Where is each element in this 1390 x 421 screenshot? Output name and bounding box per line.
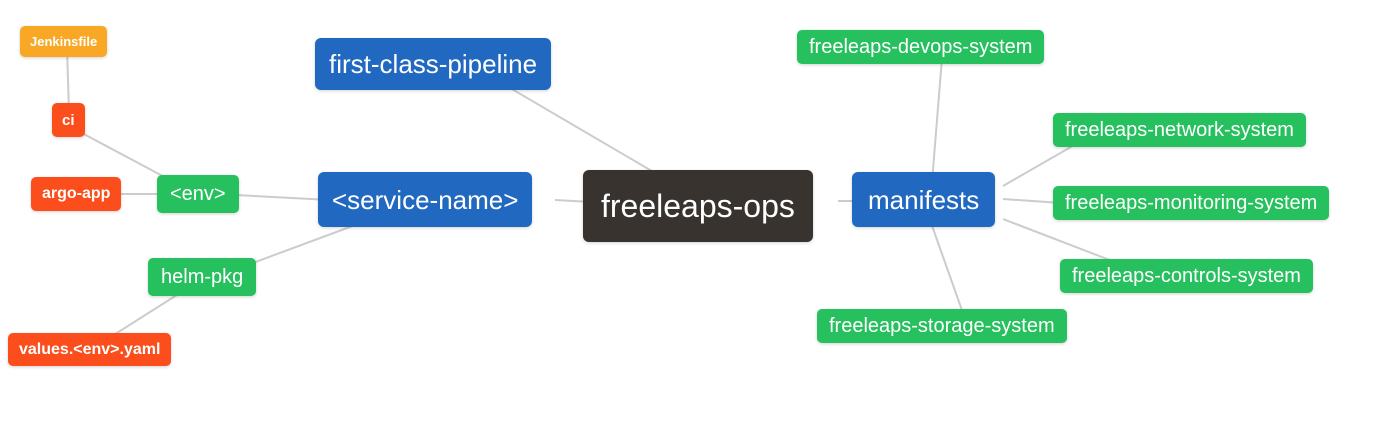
edge-manifests-network-system xyxy=(1002,143,1077,187)
node-values-env-yaml[interactable]: values.<env>.yaml xyxy=(8,333,172,366)
edge-manifests-devops-system xyxy=(931,57,943,183)
node-jenkinsfile[interactable]: Jenkinsfile xyxy=(20,26,108,57)
node-env[interactable]: <env> xyxy=(157,175,239,213)
node-manifests[interactable]: manifests xyxy=(852,172,996,227)
node-argo-app[interactable]: argo-app xyxy=(31,177,122,211)
edge-manifests-monitoring-system xyxy=(1002,198,1063,204)
edge-helm-pkg-service-name xyxy=(249,223,359,265)
node-freeleaps-monitoring-system[interactable]: freeleaps-monitoring-system xyxy=(1053,186,1330,220)
node-freeleaps-network-system[interactable]: freeleaps-network-system xyxy=(1053,113,1306,147)
edge-manifests-controls-system xyxy=(1002,218,1121,265)
node-freeleaps-ops-root[interactable]: freeleaps-ops xyxy=(583,170,813,242)
node-freeleaps-controls-system[interactable]: freeleaps-controls-system xyxy=(1060,259,1313,293)
node-service-name[interactable]: <service-name> xyxy=(318,172,533,227)
node-freeleaps-storage-system[interactable]: freeleaps-storage-system xyxy=(817,309,1067,343)
node-first-class-pipeline[interactable]: first-class-pipeline xyxy=(315,38,552,90)
edge-jenkinsfile-ci xyxy=(66,47,70,113)
edge-env-service-name xyxy=(234,194,331,201)
edge-first-class-pipeline-freeleaps-ops xyxy=(504,84,663,178)
node-helm-pkg[interactable]: helm-pkg xyxy=(148,258,257,296)
edge-values-helm-pkg xyxy=(111,292,181,337)
edge-ci-env xyxy=(79,131,173,182)
node-ci[interactable]: ci xyxy=(52,103,85,137)
edge-manifests-storage-system xyxy=(929,219,965,317)
node-freeleaps-devops-system[interactable]: freeleaps-devops-system xyxy=(797,30,1045,64)
